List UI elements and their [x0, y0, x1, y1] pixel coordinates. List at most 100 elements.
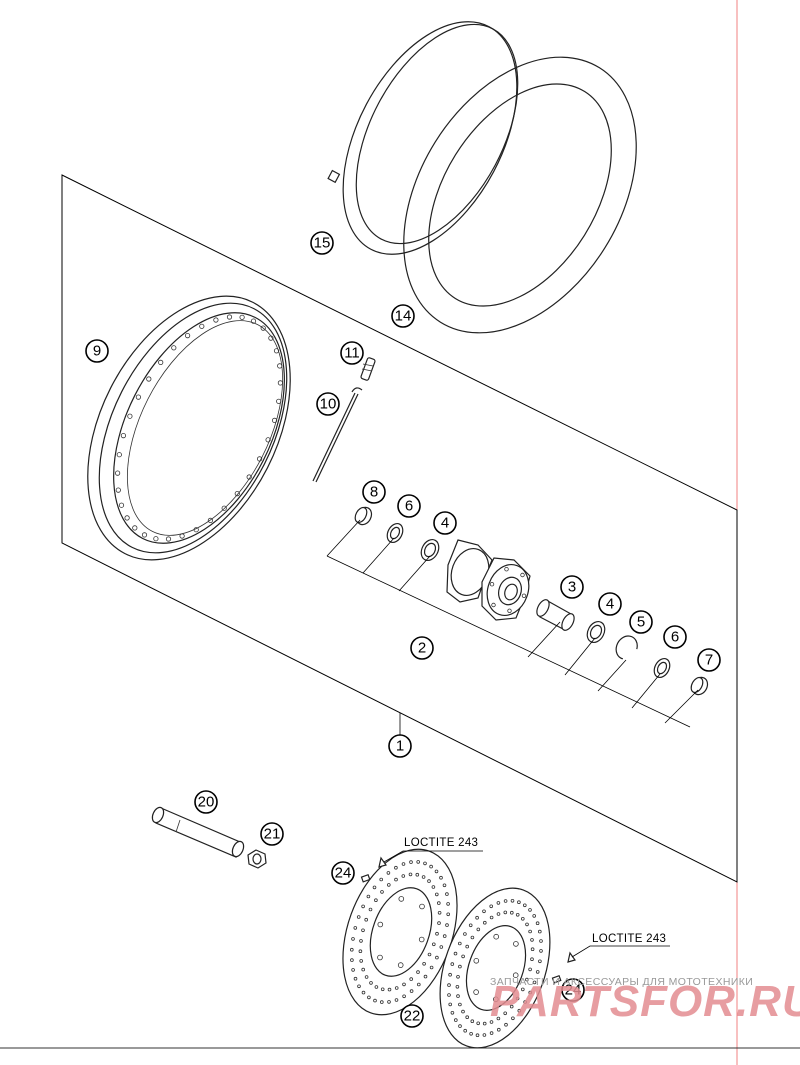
spoke-hole	[256, 456, 263, 462]
callout-number: 2	[418, 640, 426, 657]
disc-hole	[437, 910, 442, 915]
spoke-hole	[120, 432, 127, 439]
disc-hole	[530, 957, 534, 961]
disc-hole	[482, 920, 487, 925]
disc-hole	[503, 1011, 508, 1016]
disc-hole	[523, 1000, 527, 1004]
loctite-note-left: LOCTITE 243	[383, 837, 483, 863]
callout-4a: 4	[433, 511, 457, 535]
disc-hole	[394, 986, 399, 990]
disc-bolts	[360, 856, 576, 984]
hub-bolt-hole	[491, 602, 496, 608]
callout-circle	[598, 592, 622, 616]
tire	[403, 56, 637, 334]
callout-circle	[663, 625, 687, 649]
disc-hole	[522, 903, 527, 908]
disc-hole	[351, 937, 355, 941]
disc-hole	[465, 1015, 470, 1019]
callout-20: 20	[194, 790, 218, 814]
disc-hole	[530, 947, 535, 951]
disc-hole	[496, 1016, 501, 1021]
disc-hole	[350, 958, 354, 962]
disc-hole	[450, 962, 455, 966]
disc-bolt-hole	[418, 936, 425, 943]
disc-hole	[429, 864, 433, 869]
callout-circle	[362, 480, 386, 504]
disc-hole	[461, 1009, 465, 1014]
callout-2: 2	[410, 636, 434, 660]
callout-4b: 4	[598, 592, 622, 616]
callout-22: 22	[400, 1004, 424, 1028]
disc-hole	[387, 987, 392, 992]
disc-hole	[394, 877, 398, 882]
disc-hole	[456, 974, 460, 979]
disc-hole	[439, 945, 444, 949]
hub	[446, 539, 531, 621]
disc-hole	[489, 915, 494, 920]
callout-number: 3	[568, 579, 576, 596]
callout-number: 24	[335, 865, 352, 882]
disc-bolt-hole	[493, 933, 500, 940]
disc-hole	[447, 993, 451, 997]
disc-hole	[361, 990, 366, 995]
spoke-hole	[193, 527, 199, 533]
spoke-hole	[141, 532, 148, 538]
rim	[87, 295, 291, 561]
disc-hole	[517, 1008, 522, 1013]
callout-7: 7	[697, 648, 721, 672]
axle-nut	[247, 849, 267, 869]
inner-tube	[327, 21, 519, 255]
callout-14: 14	[391, 304, 415, 328]
disc-bolt-hole	[473, 957, 480, 964]
disc-hole	[349, 947, 354, 952]
disc-hole	[442, 883, 447, 888]
callout-10: 10	[316, 392, 340, 416]
disc-hole	[539, 949, 543, 953]
disc-hole	[482, 1021, 487, 1026]
disc-hole	[431, 942, 436, 947]
watermark: ЗАПЧАСТИ И АКСЕССУАРЫ ДЛЯ МОТОТЕХНИКИ PA…	[490, 976, 800, 1026]
callout-number: 7	[705, 652, 713, 669]
disc-hole	[416, 970, 420, 974]
callout-number: 9	[93, 343, 101, 360]
callout-number: 4	[441, 515, 449, 532]
disc-hole	[458, 1002, 462, 1007]
disc-hole	[372, 885, 377, 890]
disc-hole	[482, 909, 486, 914]
disc-hole	[421, 875, 426, 879]
disc-hole	[511, 1016, 515, 1021]
callout-24a: 24	[331, 861, 355, 885]
disc-hole	[489, 1031, 494, 1035]
callout-number: 4	[606, 596, 614, 613]
disc-hole	[503, 899, 508, 903]
hub-bolt-hole	[507, 608, 512, 613]
disc-hole	[503, 910, 508, 915]
spoke-hole	[118, 502, 125, 508]
callout-15: 15	[310, 231, 334, 255]
disc-hole	[525, 977, 529, 982]
disc-hole	[442, 934, 447, 938]
disc-hole	[475, 1033, 480, 1037]
disc-hole	[359, 939, 363, 943]
disc-hole	[510, 898, 515, 903]
spoke-hole	[185, 332, 191, 339]
disc-hole	[386, 871, 391, 875]
disc-hole	[482, 1033, 487, 1037]
callout-circle	[340, 341, 364, 365]
spoke-hole	[250, 318, 257, 324]
disc-bolt-hole	[377, 921, 384, 928]
spoke-hole	[124, 515, 130, 521]
disc-hole	[528, 908, 532, 912]
disc-bolt-hole	[419, 903, 425, 910]
callout-number: 1	[396, 738, 404, 755]
disc-hole	[409, 977, 414, 981]
spoke	[312, 387, 363, 483]
callout-circle	[260, 822, 284, 846]
callout-number: 21	[264, 826, 281, 843]
disc-hole	[437, 921, 441, 925]
callout-number: 15	[314, 235, 331, 252]
callout-circle	[391, 304, 415, 328]
spoke-hole	[265, 437, 271, 443]
disc-hole	[496, 901, 501, 905]
